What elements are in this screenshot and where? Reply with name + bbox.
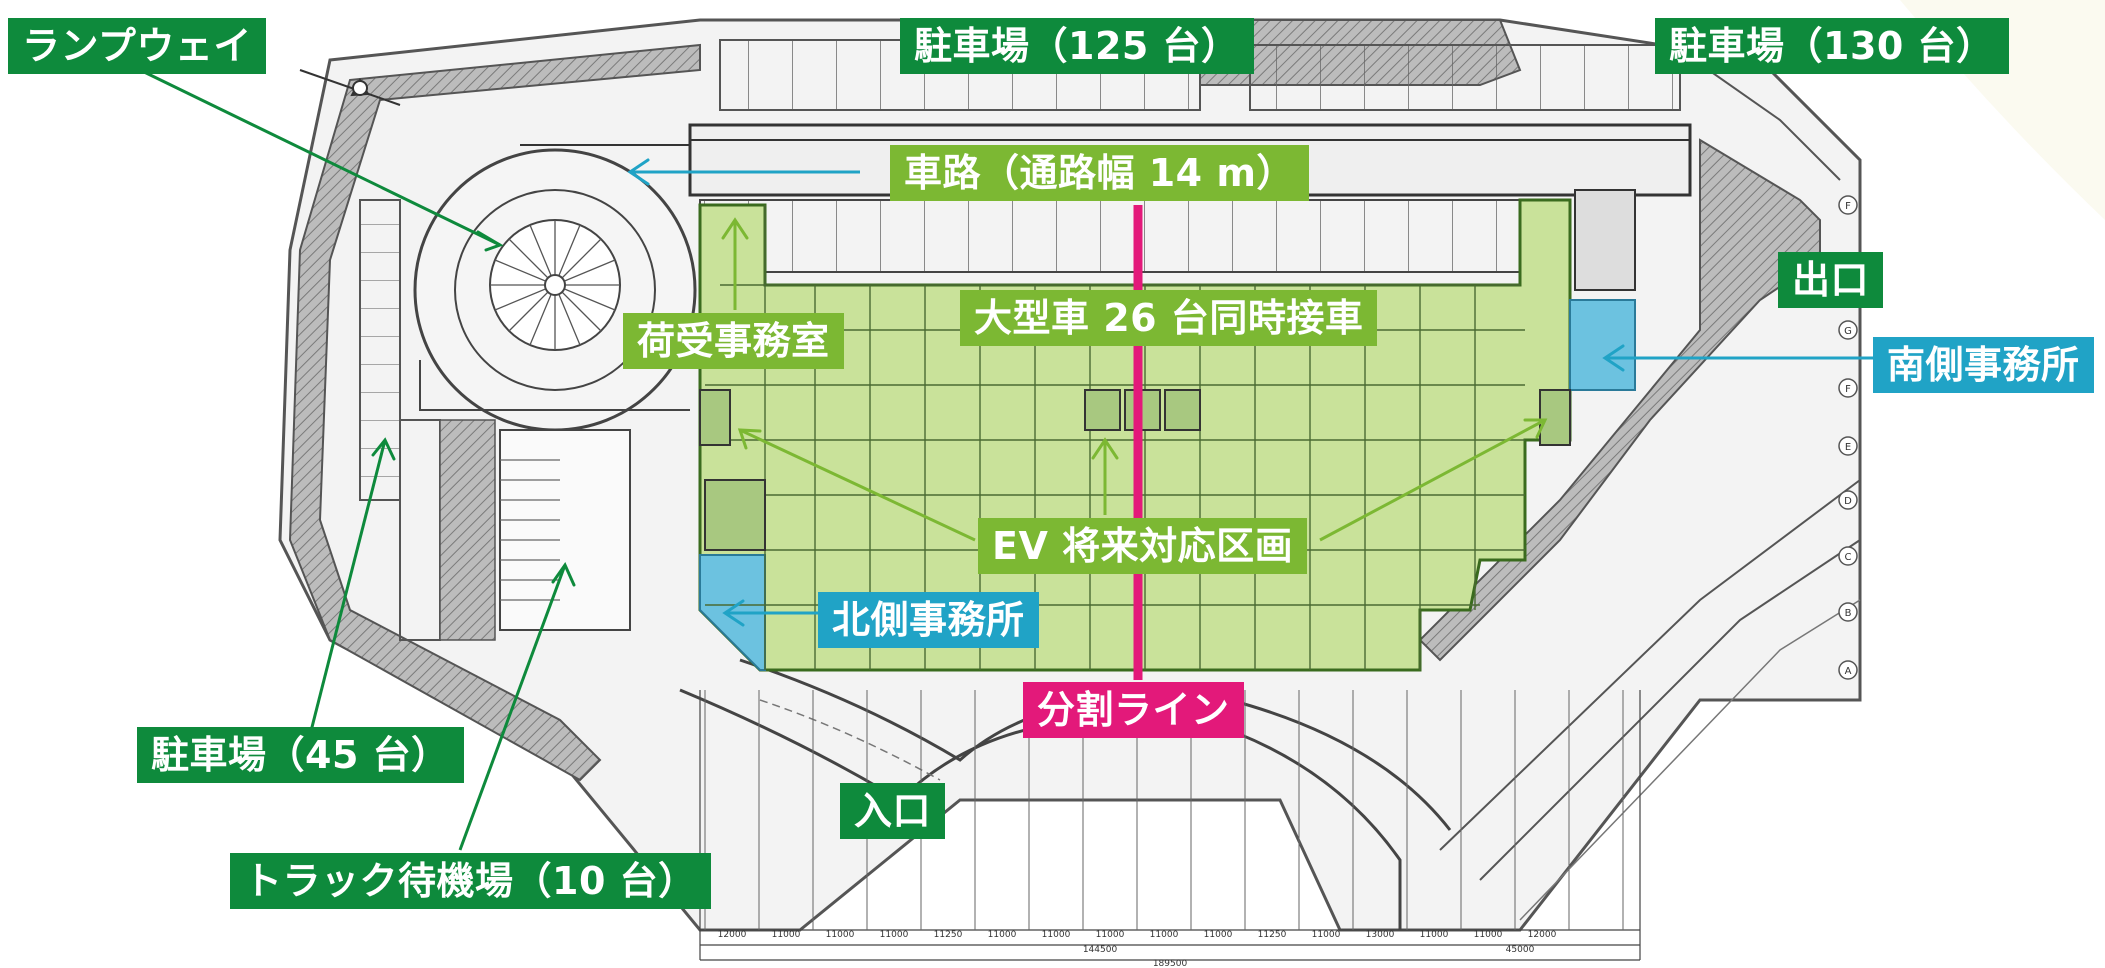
loading-office-label: 荷受事務室 (623, 313, 844, 369)
south-office-zone (1569, 299, 1636, 391)
dim-7: 11000 (1042, 930, 1071, 940)
entrance-label: 入口 (840, 783, 946, 839)
dim-total-2: 45000 (1506, 945, 1535, 955)
grid-axis-1: F (1845, 201, 1851, 212)
parking-125-label: 駐車場（125 台） (900, 18, 1254, 74)
dim-total-1: 144500 (1083, 945, 1118, 955)
south-office-label: 南側事務所 (1873, 337, 2094, 393)
truck-waiting-label: トラック待機場（10 台） (230, 853, 711, 909)
dim-9: 11000 (1150, 930, 1179, 940)
dim-1: 12000 (718, 930, 747, 940)
dim-6: 11000 (988, 930, 1017, 940)
dim-8: 11000 (1096, 930, 1125, 940)
dim-15: 11000 (1474, 930, 1503, 940)
rampway-label: ランプウェイ (8, 18, 266, 74)
dim-4: 11000 (880, 930, 909, 940)
truck-waiting-area (499, 429, 631, 631)
grid-axis-7: B (1845, 608, 1852, 619)
dim-2: 11000 (772, 930, 801, 940)
dim-11: 11250 (1258, 930, 1287, 940)
dim-10: 11000 (1204, 930, 1233, 940)
dim-13: 13000 (1366, 930, 1395, 940)
ev-section-label: EV 将来対応区画 (978, 518, 1308, 574)
dim-14: 11000 (1420, 930, 1449, 940)
exit-label: 出口 (1778, 252, 1884, 308)
north-office-label: 北側事務所 (818, 592, 1039, 648)
large-trucks-label: 大型車 26 台同時接車 (960, 290, 1378, 346)
parking-130-label: 駐車場（130 台） (1655, 18, 2009, 74)
grid-axis-8: A (1845, 666, 1852, 677)
dim-16: 12000 (1528, 930, 1557, 940)
dim-5: 11250 (934, 930, 963, 940)
parking-45-label: 駐車場（45 台） (137, 727, 464, 783)
grid-axis-3: F (1845, 384, 1851, 395)
grid-axis-2: G (1844, 326, 1852, 337)
grid-axis-6: C (1845, 552, 1852, 563)
split-line-label: 分割ライン (1023, 682, 1244, 738)
road-label: 車路（通路幅 14 m） (890, 145, 1309, 201)
dim-total-3: 189500 (1153, 959, 1188, 968)
north-arrow-icon (299, 69, 401, 106)
grid-axis-5: D (1844, 496, 1852, 507)
grid-axis-4: E (1845, 442, 1851, 453)
dim-12: 11000 (1312, 930, 1341, 940)
dim-3: 11000 (826, 930, 855, 940)
